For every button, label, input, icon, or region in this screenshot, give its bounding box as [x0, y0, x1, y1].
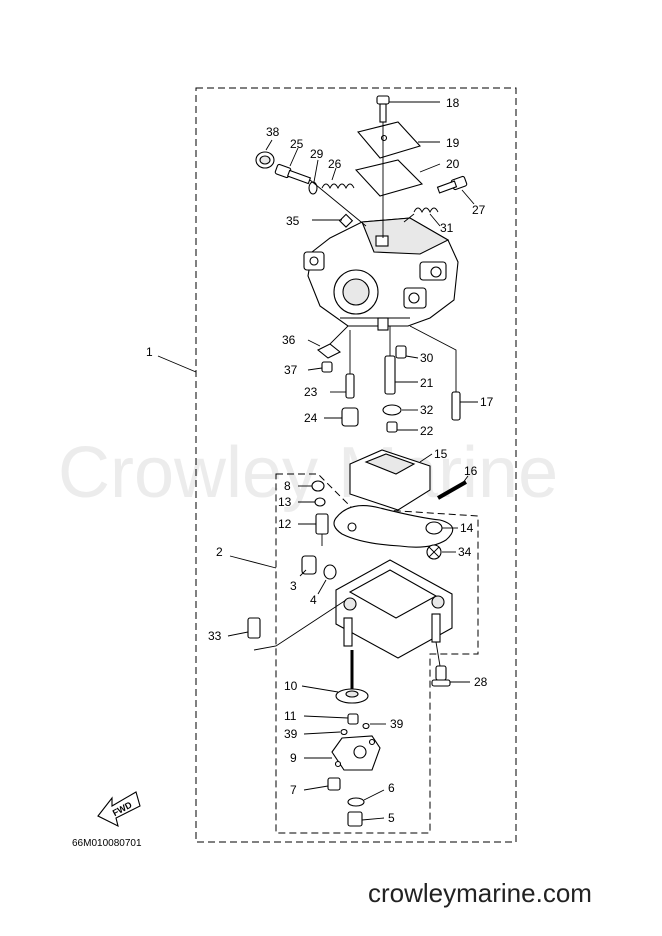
- callout-labels: 18 19 20 38 25 29 26 27 35 31 36 1 30 37…: [146, 96, 494, 825]
- part-3-screw: [299, 555, 317, 577]
- carburetor-body: [303, 217, 459, 331]
- callout-31: 31: [440, 221, 454, 235]
- callout-1: 1: [146, 345, 153, 359]
- callout-26: 26: [328, 157, 342, 171]
- part-28-screw: [431, 641, 470, 687]
- callout-38: 38: [266, 125, 280, 139]
- callout-27: 27: [472, 203, 486, 217]
- diagram-code: 66M010080701: [72, 838, 142, 849]
- part-32-oring: [382, 404, 418, 416]
- callout-8: 8: [284, 479, 291, 493]
- callout-10: 10: [284, 679, 298, 693]
- callout-22: 22: [420, 424, 434, 438]
- callout-12: 12: [278, 517, 292, 531]
- callout-14: 14: [460, 521, 474, 535]
- part-27-screw: [436, 175, 475, 205]
- callout-32: 32: [420, 403, 434, 417]
- float-chamber-bowl: [335, 559, 453, 659]
- part-10-plunger: [301, 650, 369, 704]
- fwd-arrow-icon: FWD: [97, 791, 141, 828]
- callout-35: 35: [286, 214, 300, 228]
- callout-11: 11: [284, 709, 297, 723]
- callout-17: 17: [480, 395, 494, 409]
- part-15-float: [349, 449, 433, 511]
- part-18-screw: [376, 95, 440, 123]
- part-31-spring: [403, 207, 441, 227]
- callout-39b: 39: [390, 717, 404, 731]
- part-16-pin: [437, 475, 469, 500]
- callout-34: 34: [458, 545, 472, 559]
- part-13-seat: [298, 497, 326, 507]
- part-11-spring: [303, 713, 359, 725]
- part-37-screw: [307, 361, 333, 373]
- callout-18: 18: [446, 96, 460, 110]
- part-4-washer: [317, 564, 337, 595]
- callout-13: 13: [278, 495, 292, 509]
- callout-28: 28: [474, 675, 488, 689]
- leader-1: [157, 355, 197, 373]
- part-34-plug: [426, 544, 456, 560]
- assembly-frame-outer: [195, 87, 517, 843]
- callout-3: 3: [290, 579, 297, 593]
- callout-4: 4: [310, 593, 317, 607]
- callout-33: 33: [208, 629, 222, 643]
- callout-30: 30: [420, 351, 434, 365]
- callout-24: 24: [304, 411, 318, 425]
- part-29-oring: [308, 159, 319, 195]
- callout-39a: 39: [284, 727, 298, 741]
- part-36-bracket: [307, 325, 349, 359]
- callout-37: 37: [284, 363, 298, 377]
- part-5-bolt: [347, 811, 385, 827]
- part-6-washer: [347, 789, 385, 807]
- callout-9: 9: [290, 751, 297, 765]
- part-25-pilot-screw: [274, 147, 312, 185]
- callout-23: 23: [304, 385, 318, 399]
- callout-6: 6: [388, 781, 395, 795]
- part-17-valve: [409, 325, 478, 421]
- part-19-cover: [357, 121, 440, 159]
- callout-2: 2: [216, 545, 223, 559]
- callout-19: 19: [446, 136, 460, 150]
- part-14-gasket: [333, 505, 458, 548]
- part-33-screw: [227, 599, 347, 651]
- part-22-plug: [386, 421, 418, 433]
- callout-7: 7: [290, 783, 297, 797]
- callout-5: 5: [388, 811, 395, 825]
- part-38-cap: [255, 139, 275, 169]
- callout-15: 15: [434, 447, 448, 461]
- site-url: crowleymarine.com: [368, 878, 592, 908]
- part-26-spring: [321, 167, 355, 190]
- part-21-needle: [384, 326, 418, 395]
- part-9-cover: [304, 735, 381, 771]
- callout-25: 25: [290, 137, 304, 151]
- part-39-orings: [303, 722, 386, 736]
- callout-21: 21: [420, 376, 434, 390]
- part-23-jet: [330, 330, 355, 399]
- watermark-text: Crowley Marine: [58, 433, 558, 513]
- callout-29: 29: [310, 147, 324, 161]
- leader-2: [229, 555, 277, 569]
- part-7-screw: [303, 777, 341, 791]
- callout-20: 20: [446, 157, 460, 171]
- assembly-frame-inner: [275, 473, 479, 834]
- callout-16: 16: [464, 464, 478, 478]
- part-35-screw: [312, 213, 354, 228]
- part-12-jet: [298, 513, 329, 546]
- part-20-gasket: [354, 159, 441, 197]
- part-30-screw: [395, 345, 419, 359]
- part-8-cap: [298, 480, 325, 492]
- part-24-jet: [324, 407, 359, 427]
- callout-36: 36: [282, 333, 296, 347]
